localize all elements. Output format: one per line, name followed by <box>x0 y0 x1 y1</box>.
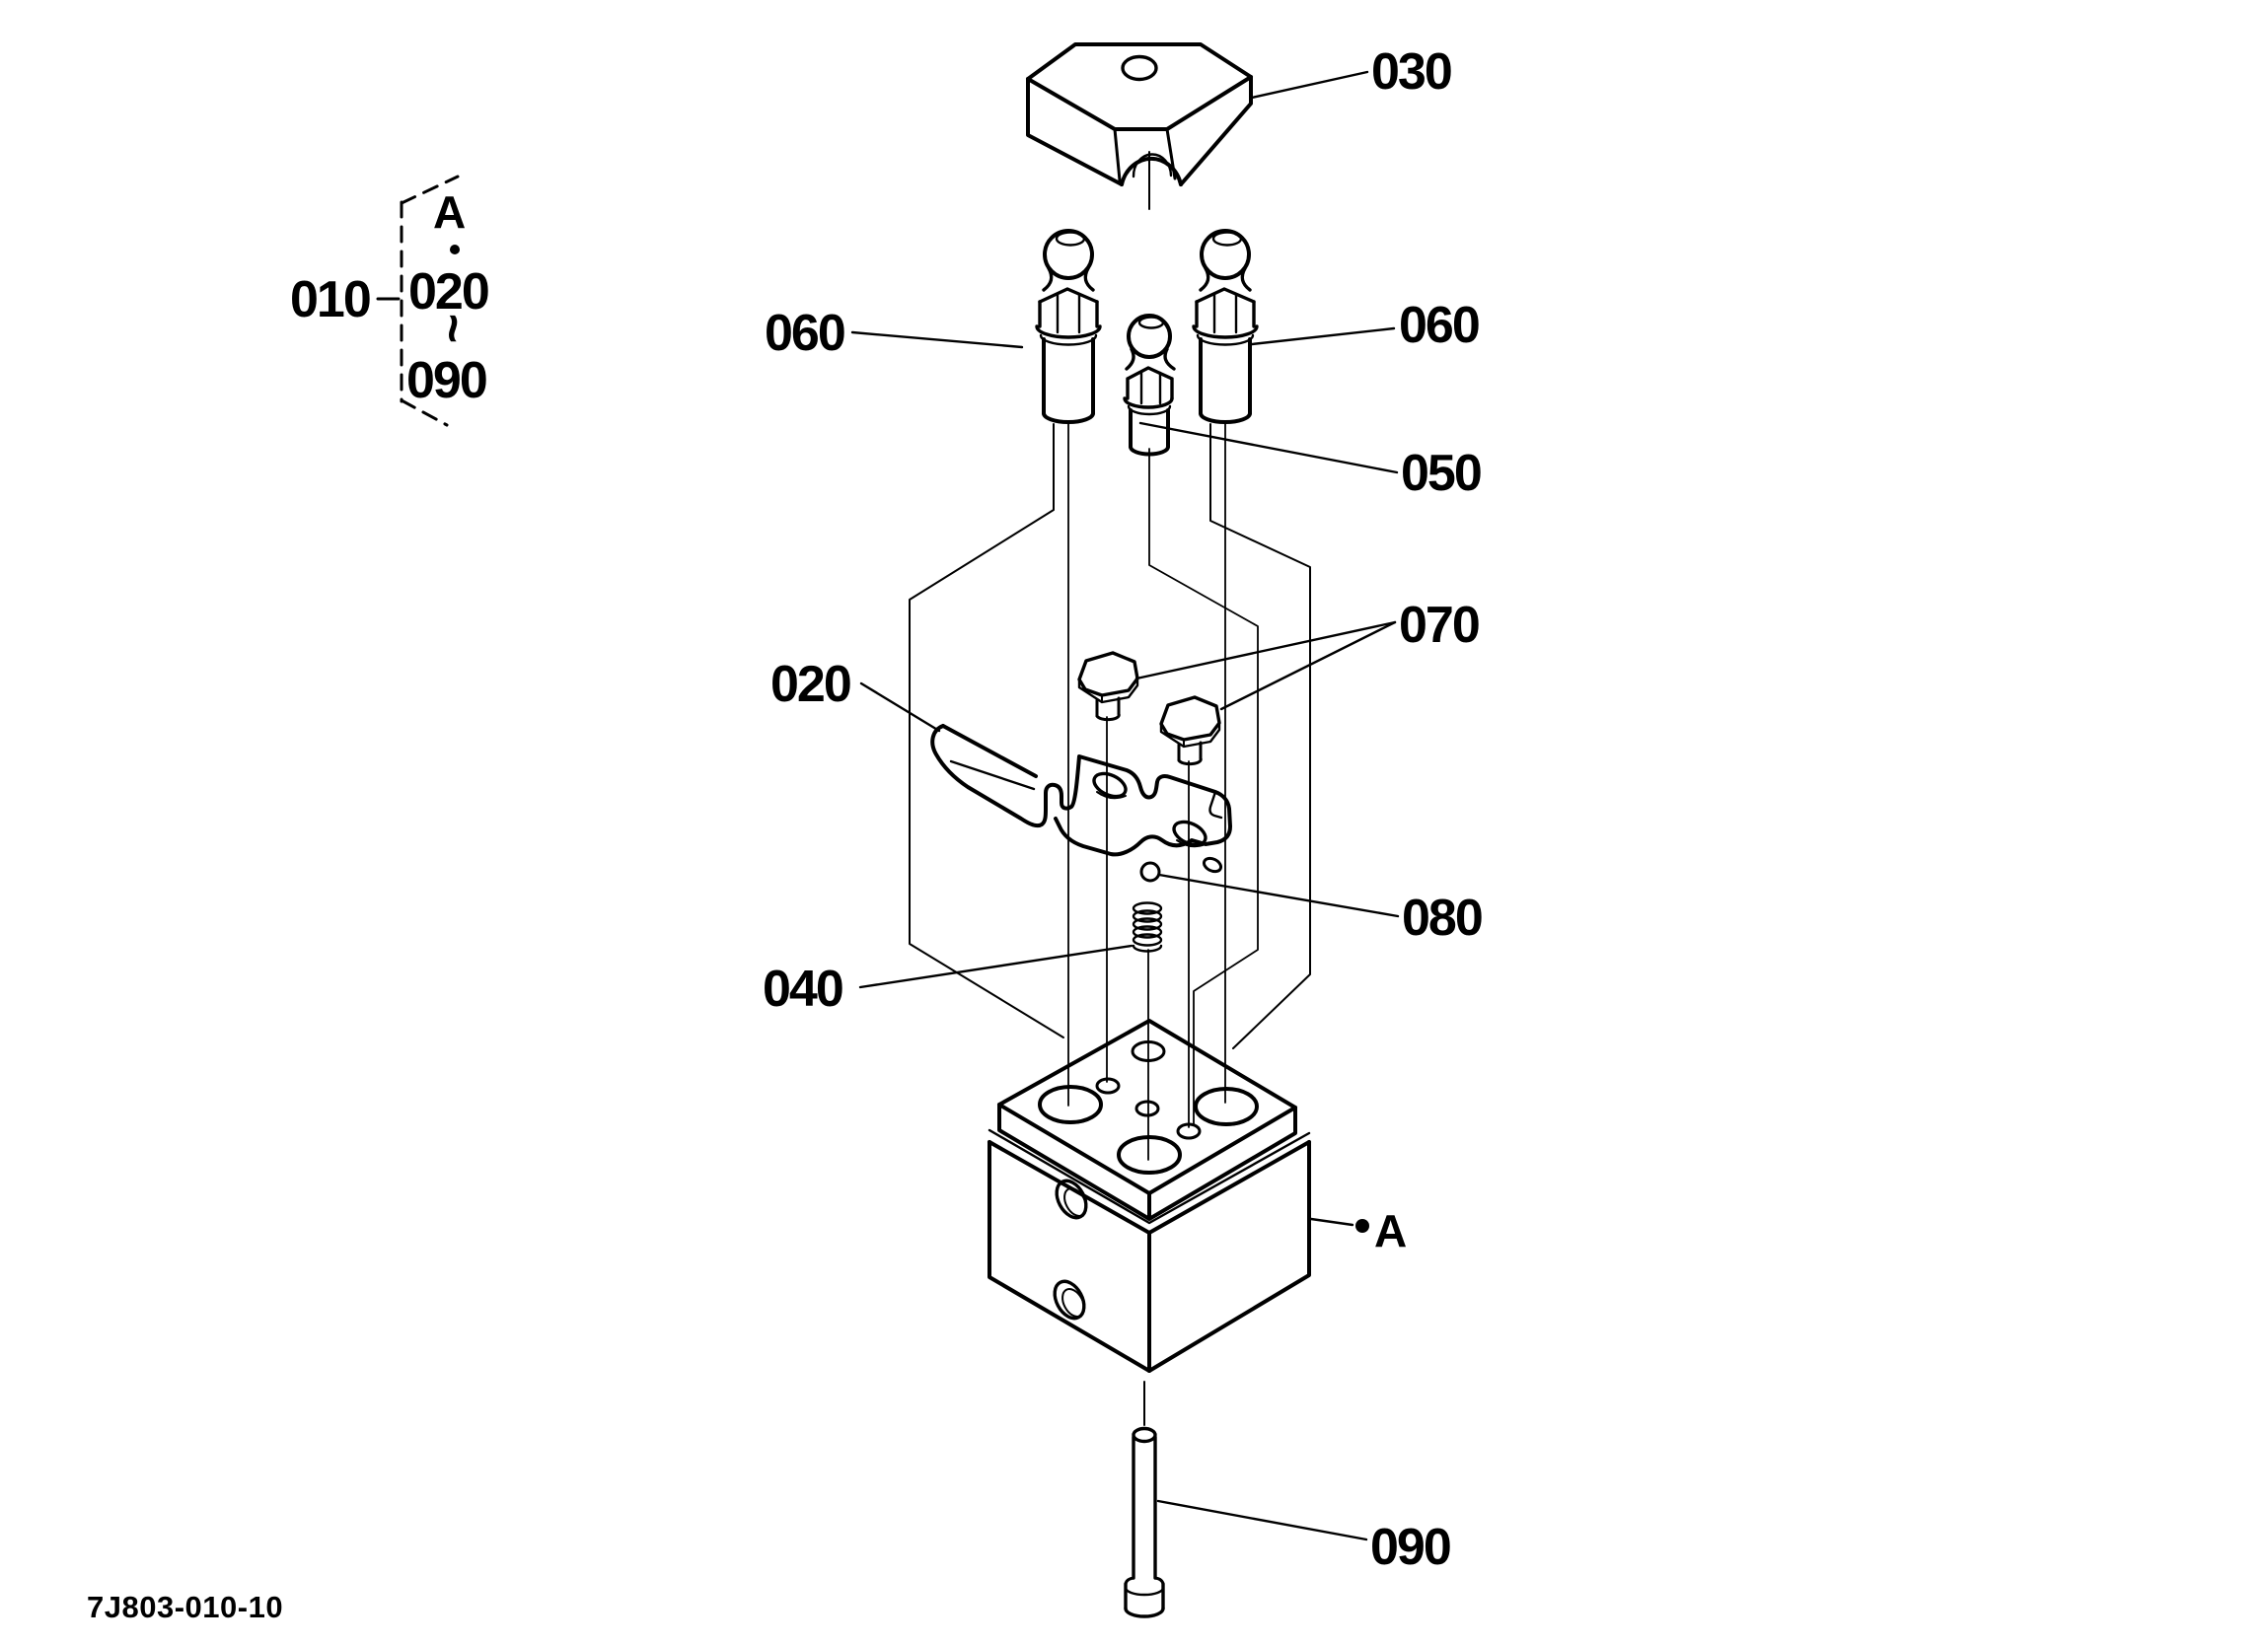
pin-center-hex <box>1126 366 1174 400</box>
lever-tab-notch <box>1208 790 1223 820</box>
lever-slot-right <box>1172 820 1207 847</box>
spring-coil <box>1132 901 1163 915</box>
group-item-label: 010 <box>290 271 370 328</box>
block-hole-small-center-depth <box>1136 1110 1158 1117</box>
ball-part: 080 <box>1139 861 1484 947</box>
cap-notch-wall-right <box>1165 127 1177 180</box>
bracket-dashed-bottom <box>400 398 449 427</box>
detail-marker-dot <box>1355 1219 1369 1233</box>
callout-pin-left: 060 <box>765 305 844 362</box>
lever-outline <box>930 724 1232 857</box>
block-bore-front-depth <box>1119 1159 1180 1175</box>
thumb-screw-right <box>1159 695 1221 766</box>
bracket-range-tilde: ~ <box>424 314 481 342</box>
pin-center-flange <box>1123 396 1174 409</box>
thumb-screw-left <box>1077 651 1139 722</box>
leader-pin-center <box>1138 421 1399 474</box>
pin-center-hex-facets <box>1139 371 1162 405</box>
bolt-head-bottom <box>1124 1607 1165 1618</box>
pin-center-neck <box>1125 347 1176 371</box>
leader-screw-right <box>1219 620 1397 711</box>
cap-right-side <box>1179 75 1253 186</box>
plate-top-face <box>997 1019 1297 1195</box>
pin-left-body <box>1035 229 1102 424</box>
lever-part: 020 <box>770 656 1232 874</box>
lever-handle-inner-line <box>949 759 1036 791</box>
callout-ball: 080 <box>1402 890 1482 947</box>
callout-thumb-screws: 070 <box>1399 597 1479 654</box>
block-bore-right-depth <box>1196 1110 1257 1126</box>
callout-spring: 040 <box>763 961 842 1018</box>
lever-slot-left-depth <box>1096 791 1127 800</box>
block-hole-top-depth <box>1134 1054 1163 1062</box>
callout-lever: 020 <box>770 656 850 713</box>
spring-part: 040 <box>763 901 1163 1161</box>
lever-slot-right-depth <box>1176 839 1207 848</box>
bolt-head-sides <box>1124 1582 1165 1610</box>
callout-pin-right: 060 <box>1399 297 1479 354</box>
bolt-shank <box>1132 1435 1157 1580</box>
bolt-head-lip <box>1124 1586 1165 1597</box>
plate-thickness <box>997 1103 1297 1221</box>
block-port-lower-bore <box>1061 1288 1085 1318</box>
lever-slot-left <box>1092 771 1128 799</box>
pin-center-ball-highlight <box>1137 316 1165 329</box>
cap-left-side <box>1026 77 1124 186</box>
thumb-screws-part: 070 <box>1077 597 1481 1128</box>
bracket-view-dot <box>450 245 460 254</box>
block-port-upper-bore <box>1063 1187 1087 1217</box>
bolt-head-flare <box>1124 1576 1165 1586</box>
leader-screw-left <box>1134 620 1397 680</box>
leader-cap <box>1250 70 1369 100</box>
bolt-part: 090 <box>1124 1381 1452 1618</box>
spring-coil <box>1132 909 1163 923</box>
bracket-dashed-top <box>400 175 460 205</box>
bolt-tip <box>1132 1426 1157 1444</box>
envelope-right-wall <box>1209 423 1311 1049</box>
assembly-envelope <box>909 423 1311 1126</box>
spring-coil <box>1132 925 1163 939</box>
lever-handle-top-edge <box>941 724 1038 778</box>
detail-view-marker-label: A <box>1374 1205 1407 1256</box>
cap-notch-arch <box>1120 156 1183 186</box>
cap-notch-inner-arch <box>1132 153 1173 179</box>
pin-right-part: 060 <box>1192 229 1481 1104</box>
callout-pin-center: 050 <box>1401 445 1481 502</box>
bracket-view-label: A <box>433 186 466 238</box>
valve-block-part: A <box>988 1019 1407 1373</box>
leader-lever <box>859 681 941 733</box>
cap-notch-wall-left <box>1113 127 1122 182</box>
envelope-center-channel <box>1148 448 1259 1126</box>
cap-top-hole <box>1121 54 1158 82</box>
lever-tab-hole <box>1202 856 1223 874</box>
pin-center-ball <box>1127 314 1172 359</box>
block-bore-left-depth <box>1040 1109 1101 1124</box>
pin-right-body <box>1192 229 1259 424</box>
pin-left-part: 060 <box>765 229 1102 1107</box>
pin-center-part: 050 <box>1123 314 1483 502</box>
spring-coil <box>1132 933 1163 947</box>
group-reference-bracket: 010 A 020 ~ 090 <box>290 175 490 427</box>
cap-part: 030 <box>1026 42 1453 210</box>
bracket-range-start: 020 <box>408 263 488 321</box>
drawing-code: 7J803-010-10 <box>87 1590 283 1624</box>
block-gap-line <box>988 1128 1311 1225</box>
callout-cap: 030 <box>1371 43 1451 101</box>
spring-bottom <box>1132 944 1163 953</box>
callout-bolt: 090 <box>1370 1519 1450 1576</box>
ball-shape <box>1139 861 1161 883</box>
leader-pin-left <box>850 330 1024 349</box>
bracket-range-end: 090 <box>406 352 486 409</box>
leader-bolt <box>1156 1499 1368 1541</box>
leader-ball <box>1157 873 1400 918</box>
leader-spring <box>858 944 1134 989</box>
block-hole-small-right-depth <box>1178 1133 1200 1140</box>
leader-pin-right <box>1250 326 1396 346</box>
block-hole-small-left-depth <box>1097 1088 1119 1095</box>
spring-coil <box>1132 917 1163 931</box>
leader-detail-marker <box>1309 1217 1354 1227</box>
envelope-left-wall <box>909 423 1064 1038</box>
